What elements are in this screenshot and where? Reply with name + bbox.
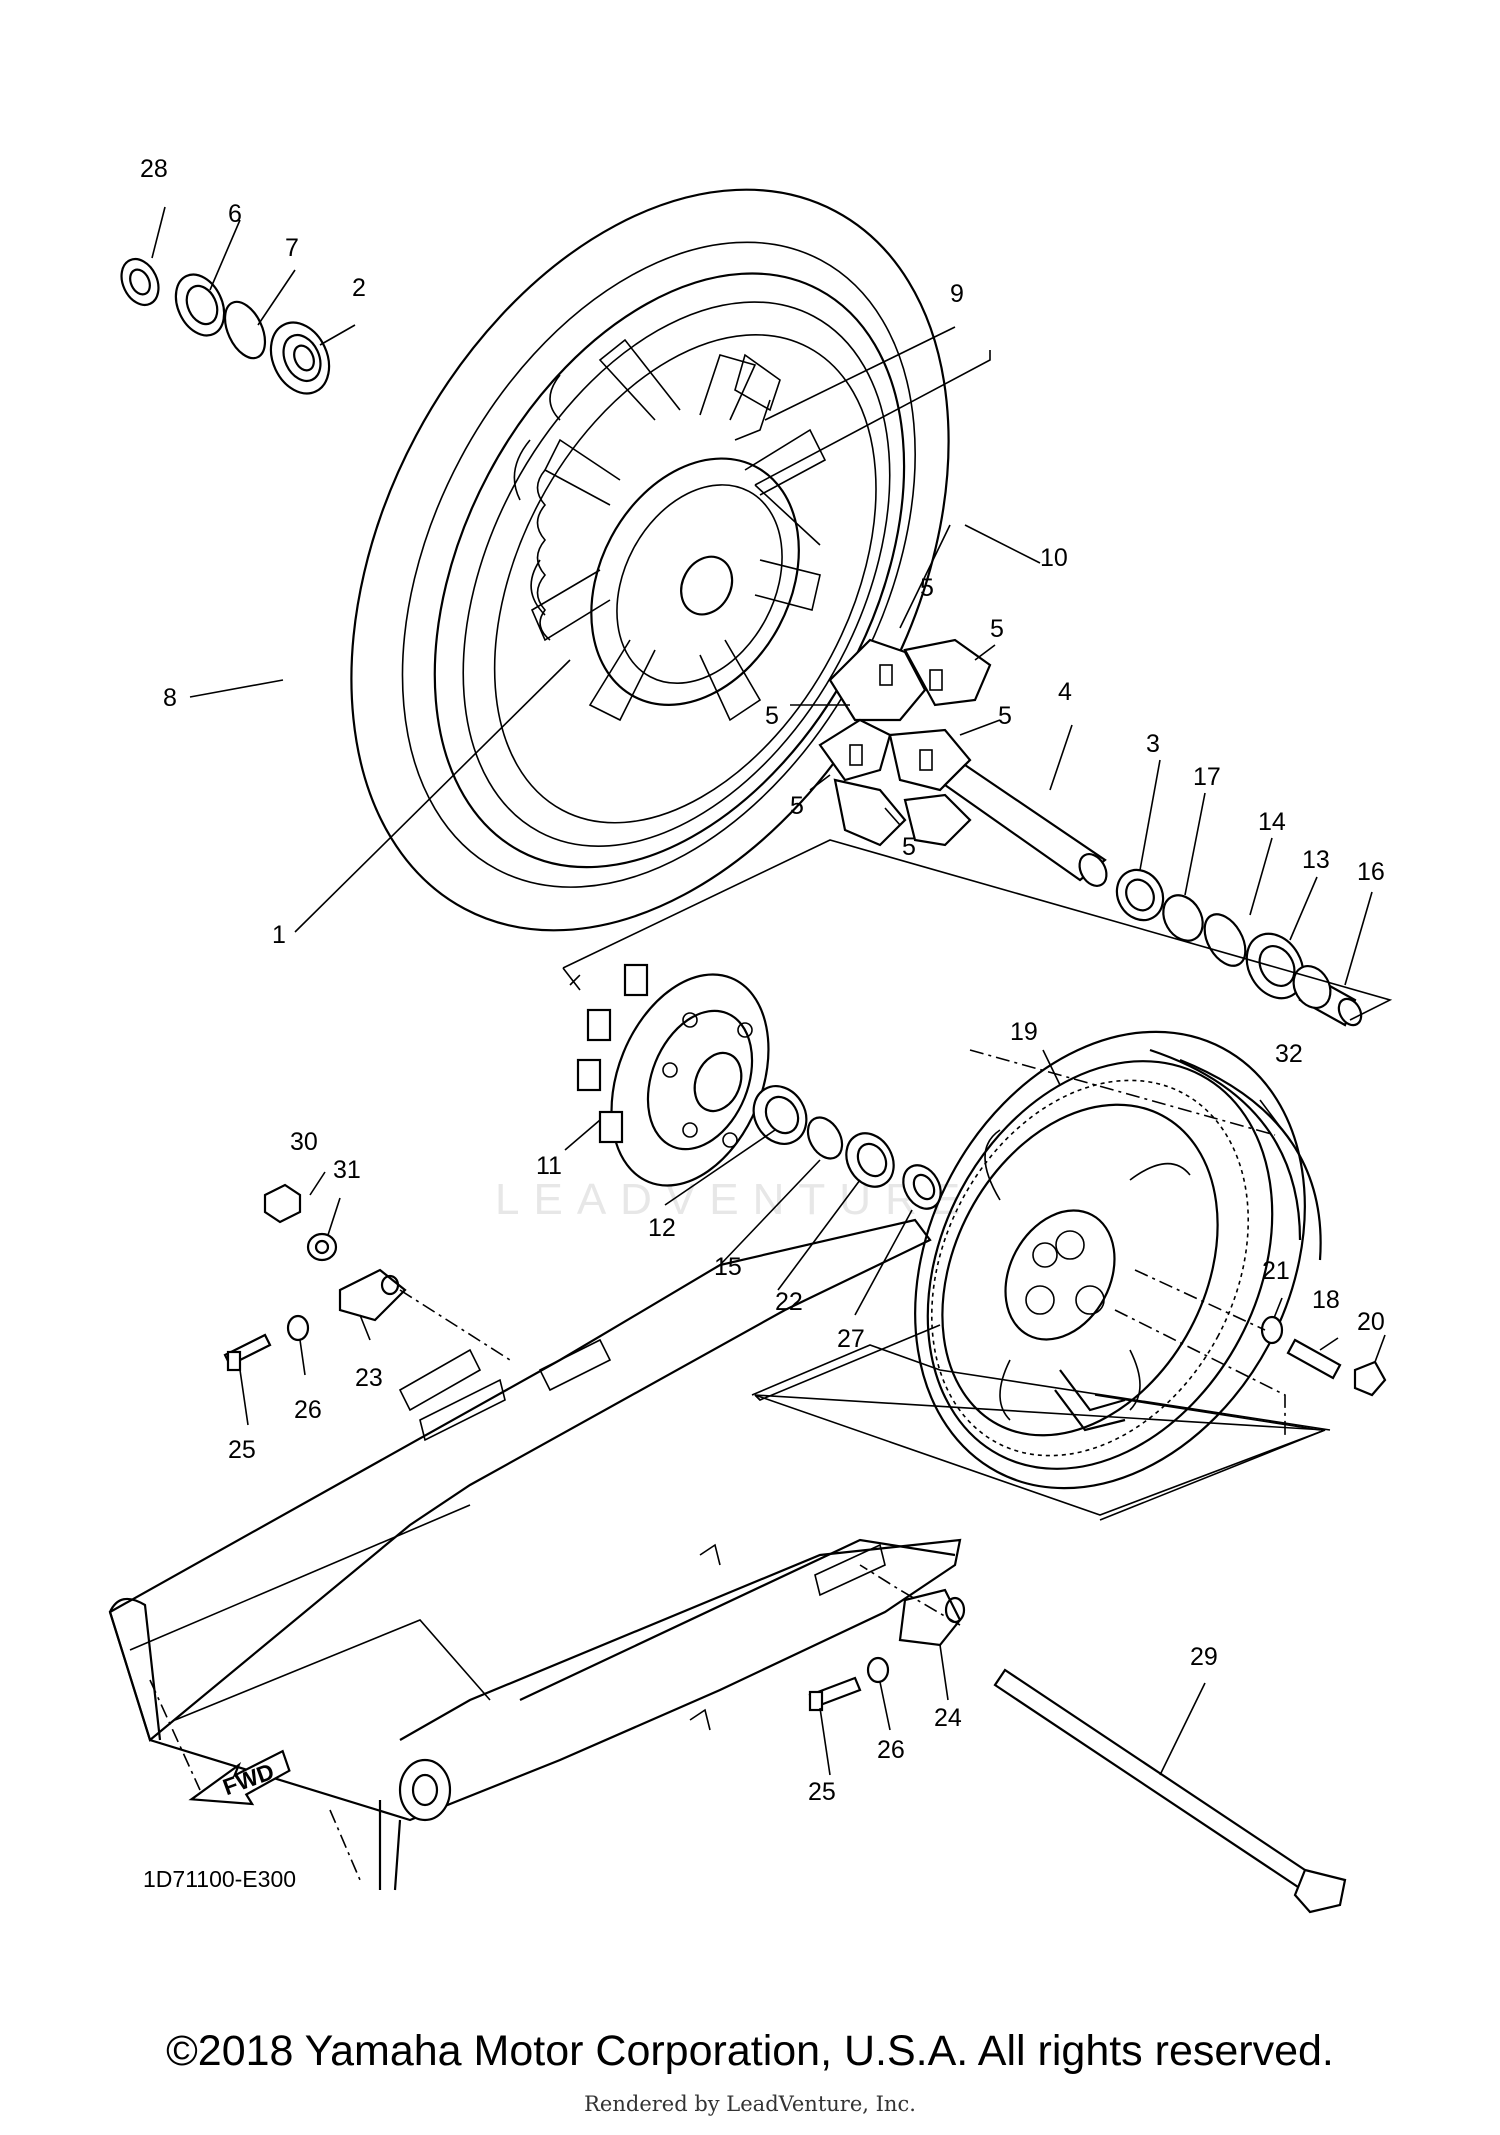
drive-pulley-and-belt (914, 1030, 1322, 1490)
callout-10: 10 (1040, 544, 1068, 572)
callout-5b: 5 (990, 615, 1004, 643)
callout-5a: 5 (920, 574, 934, 602)
callout-7: 7 (285, 234, 299, 262)
callout-28: 28 (140, 155, 168, 183)
callout-26b: 26 (877, 1736, 905, 1764)
adjuster-hardware (223, 1183, 966, 1712)
callout-27: 27 (837, 1325, 865, 1353)
rendered-by-credit: Rendered by LeadVenture, Inc. (584, 2092, 916, 2116)
callout-32: 32 (1275, 1040, 1303, 1068)
callout-19: 19 (1010, 1018, 1038, 1046)
rear-axle (993, 1668, 1347, 1914)
callout-5c: 5 (765, 702, 779, 730)
callout-31: 31 (333, 1156, 361, 1184)
callout-1: 1 (272, 921, 286, 949)
callout-23: 23 (355, 1364, 383, 1392)
callout-14: 14 (1258, 808, 1286, 836)
callout-18: 18 (1312, 1286, 1340, 1314)
callout-21: 21 (1262, 1257, 1290, 1285)
pulley-hub (576, 963, 942, 1210)
callout-6: 6 (228, 200, 242, 228)
callout-11: 11 (536, 1152, 562, 1180)
callout-25b: 25 (808, 1778, 836, 1806)
pulley-bolts (1260, 1315, 1387, 1397)
copyright-notice: ©2018 Yamaha Motor Corporation, U.S.A. A… (166, 2027, 1334, 2075)
callout-4: 4 (1058, 678, 1072, 706)
callout-20: 20 (1357, 1308, 1385, 1336)
callout-5e: 5 (790, 792, 804, 820)
diagram-code: 1D71100-E300 (143, 1866, 296, 1892)
callout-25a: 25 (228, 1436, 256, 1464)
hub-damper-set (818, 638, 992, 847)
explode-lines (151, 206, 1393, 1776)
left-bearing-stack (120, 257, 331, 395)
fwd-arrow: FWD (188, 1749, 291, 1806)
callout-26a: 26 (294, 1396, 322, 1424)
callout-17: 17 (1193, 763, 1221, 791)
callout-5f: 5 (902, 833, 916, 861)
callout-29: 29 (1190, 1643, 1218, 1671)
swingarm (108, 1218, 962, 1891)
callout-labels: 28 6 7 2 9 10 5 5 5 5 5 5 4 3 17 14 13 1… (140, 155, 1385, 1892)
callout-2: 2 (352, 274, 366, 302)
callout-3: 3 (1146, 730, 1160, 758)
callout-16: 16 (1357, 858, 1385, 886)
callout-22: 22 (775, 1288, 803, 1316)
rear-wheel-assembly (350, 188, 950, 932)
callout-30: 30 (290, 1128, 318, 1156)
callout-13: 13 (1302, 846, 1330, 874)
axle-collar-stack (943, 763, 1363, 1027)
callout-12: 12 (648, 1214, 676, 1242)
callout-5d: 5 (998, 702, 1012, 730)
callout-8: 8 (163, 684, 177, 712)
callout-24: 24 (934, 1704, 962, 1732)
callout-15: 15 (714, 1253, 742, 1281)
callout-9: 9 (950, 280, 964, 308)
